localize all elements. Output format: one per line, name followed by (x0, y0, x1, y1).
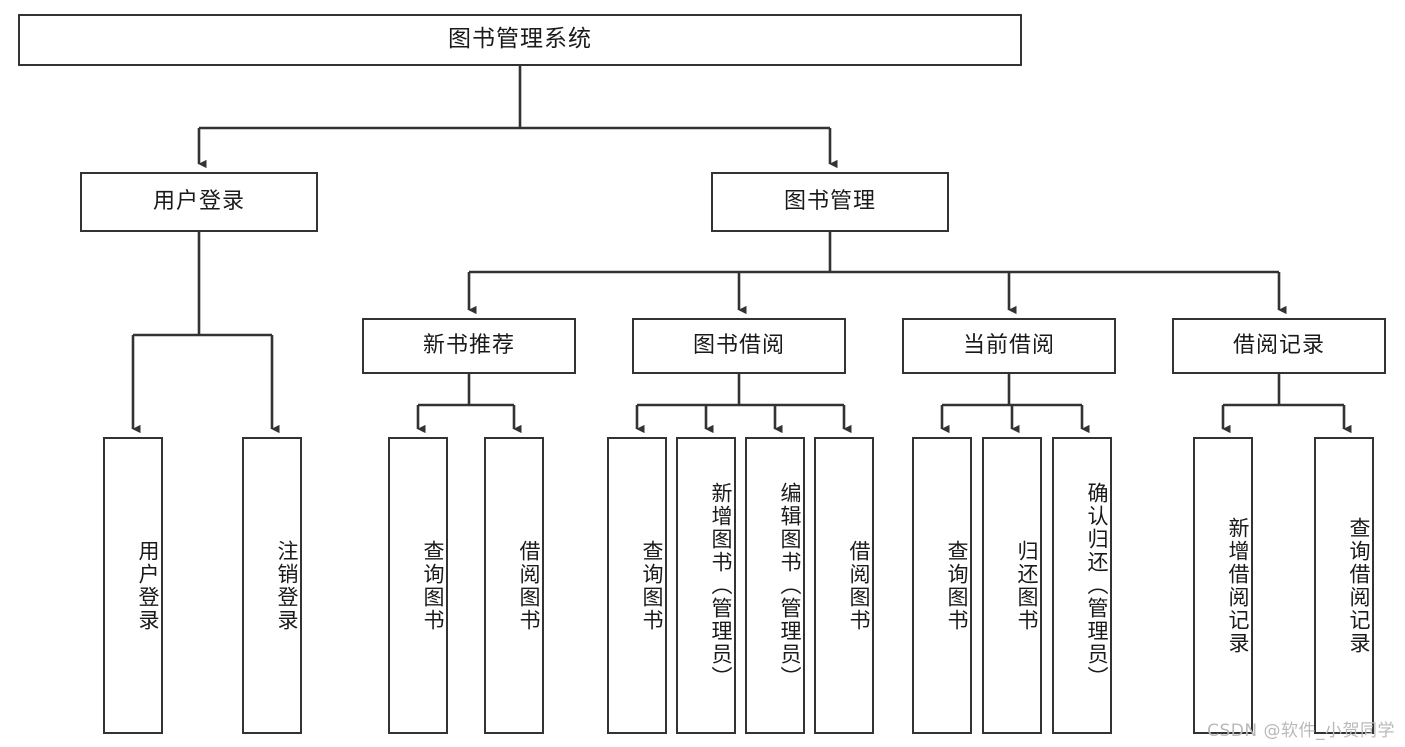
node-book-management[interactable]: 图书管理 (711, 172, 949, 232)
leaf-borrow-record-query[interactable]: 查询借阅记录 (1314, 437, 1374, 734)
leaf-book-borrow-edit[interactable]: 编辑图书（管理员） (745, 437, 805, 734)
leaf-label: 用户登录 (136, 539, 160, 632)
node-current-borrow[interactable]: 当前借阅 (902, 318, 1116, 374)
leaf-label: 确认归还（管理员） (1085, 482, 1109, 689)
node-borrow-record[interactable]: 借阅记录 (1172, 318, 1386, 374)
leaf-label: 新增图书（管理员） (709, 482, 733, 689)
leaf-label: 借阅图书 (847, 539, 871, 632)
leaf-user-login-login[interactable]: 用户登录 (103, 437, 163, 734)
leaf-label: 查询图书 (421, 539, 445, 632)
leaf-current-borrow-return[interactable]: 归还图书 (982, 437, 1042, 734)
leaf-label: 查询借阅记录 (1347, 516, 1371, 655)
leaf-label: 查询图书 (640, 539, 664, 632)
node-user-login[interactable]: 用户登录 (80, 172, 318, 232)
leaf-new-book-borrow[interactable]: 借阅图书 (484, 437, 544, 734)
leaf-label: 注销登录 (275, 539, 299, 632)
leaf-label: 新增借阅记录 (1226, 516, 1250, 655)
leaf-label: 查询图书 (945, 539, 969, 632)
leaf-current-borrow-confirm-return[interactable]: 确认归还（管理员） (1052, 437, 1112, 734)
leaf-borrow-record-add[interactable]: 新增借阅记录 (1193, 437, 1253, 734)
leaf-label: 借阅图书 (517, 539, 541, 632)
leaf-current-borrow-query[interactable]: 查询图书 (912, 437, 972, 734)
leaf-book-borrow-add[interactable]: 新增图书（管理员） (676, 437, 736, 734)
leaf-user-login-logout[interactable]: 注销登录 (242, 437, 302, 734)
node-new-book-recommend[interactable]: 新书推荐 (362, 318, 576, 374)
leaf-label: 编辑图书（管理员） (778, 482, 802, 689)
watermark-text: CSDN @软件_小贺同学 (1207, 721, 1395, 741)
leaf-book-borrow-borrow[interactable]: 借阅图书 (814, 437, 874, 734)
leaf-label: 归还图书 (1015, 539, 1039, 632)
node-book-management-system[interactable]: 图书管理系统 (18, 14, 1022, 66)
leaf-book-borrow-query[interactable]: 查询图书 (607, 437, 667, 734)
node-book-borrow[interactable]: 图书借阅 (632, 318, 846, 374)
leaf-new-book-query[interactable]: 查询图书 (388, 437, 448, 734)
